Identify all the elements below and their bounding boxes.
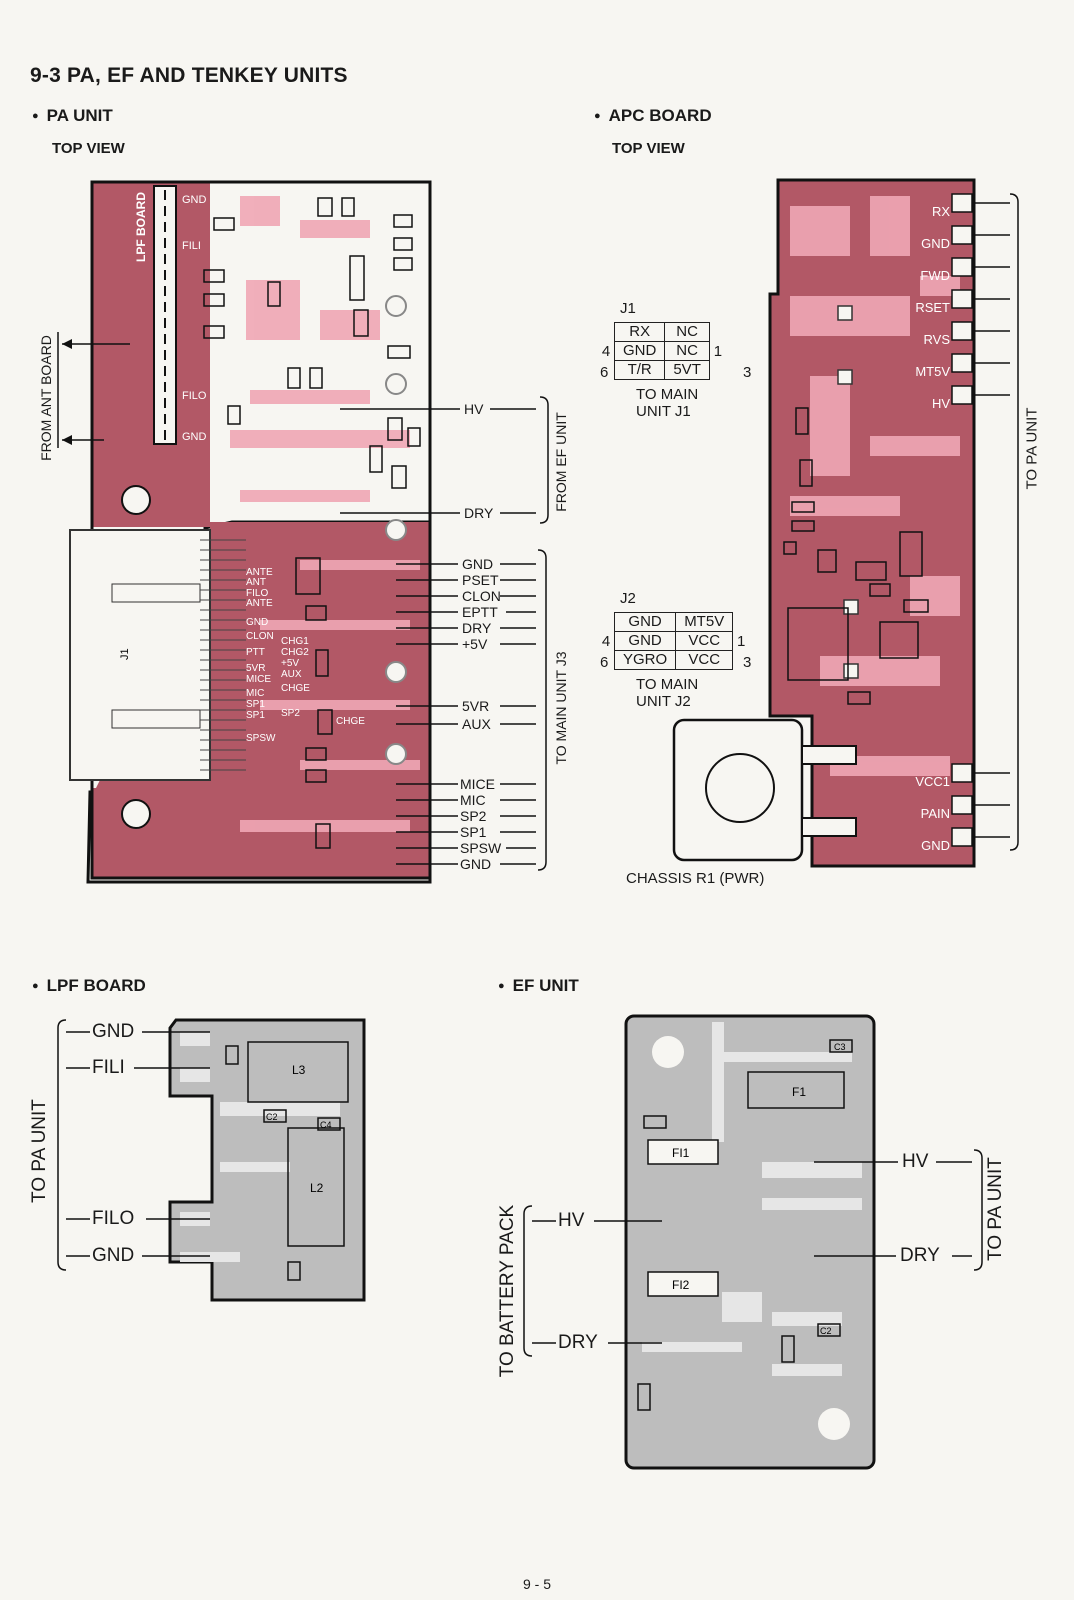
lpf-part-c2: C2 <box>266 1112 278 1122</box>
pa-lpf-pin-filo: FILO <box>182 390 207 402</box>
ef-part-c2: C2 <box>820 1326 832 1336</box>
to-main-unit-j3-label: TO MAIN UNIT J3 <box>553 651 569 765</box>
lpf-pin-gnd-bottom: GND <box>92 1245 135 1266</box>
j2-caption: TO MAIN UNIT J2 <box>636 676 699 710</box>
lpf-board-heading: LPF BOARD <box>32 976 146 996</box>
apc-board-diagram <box>768 178 1019 868</box>
page-number: 9 - 5 <box>522 1576 551 1592</box>
ef-battery-leaders <box>523 1205 662 1357</box>
j1-pin-right-0: 1 <box>713 342 723 360</box>
from-ant-board-label: FROM ANT BOARD <box>38 335 54 461</box>
pa-ef-leaders <box>340 396 549 524</box>
ef-pa-pin-dry: DRY <box>900 1245 940 1266</box>
ef-part-f1: F1 <box>792 1085 806 1099</box>
chassis-r1-pot <box>672 718 857 862</box>
ef-part-fi1: FI1 <box>672 1146 690 1160</box>
pa-ef-pin-dry: DRY <box>464 505 494 521</box>
j1-pin-left-2: 6 <box>600 364 609 381</box>
lpf-board-outline <box>168 1018 366 1302</box>
j2-pin-right-0: 1 <box>737 632 746 650</box>
pa-lpf-pin-gnd-top: GND <box>182 194 207 206</box>
apc-to-pa-unit-label: TO PA UNIT <box>1023 407 1041 490</box>
apc-board-heading: APC BOARD <box>594 106 712 126</box>
ef-battery-pin-dry: DRY <box>558 1332 598 1353</box>
ef-to-pa-unit-label: TO PA UNIT <box>985 1157 1006 1261</box>
ef-unit-diagram: F1 FI1 FI2 C3 C2 <box>624 1014 876 1470</box>
ef-part-fi2: FI2 <box>672 1278 690 1292</box>
ef-board-outline <box>624 1014 876 1470</box>
page-title: 9-3 PA, EF AND TENKEY UNITS <box>30 64 348 87</box>
pa-lpf-pin-gnd-bottom: GND <box>182 431 207 443</box>
ef-battery-pin-hv: HV <box>558 1210 585 1231</box>
lpf-pin-filo: FILO <box>92 1208 135 1229</box>
pa-lpf-pin-fili: FILI <box>182 240 201 252</box>
j1-pin-left-0: 4 <box>601 342 611 360</box>
j2-pin-left-0: 4 <box>601 632 611 650</box>
lpf-part-l2: L2 <box>310 1181 324 1195</box>
j1-caption: TO MAIN UNIT J1 <box>636 386 699 420</box>
ef-pa-pin-hv: HV <box>902 1151 929 1172</box>
apc-j2-name: J2 <box>620 590 636 607</box>
j2-pin-left-2: 6 <box>600 654 609 671</box>
lpf-part-c4: C4 <box>320 1120 332 1130</box>
ef-to-battery-pack-label: TO BATTERY PACK <box>497 1204 518 1378</box>
pa-ef-pin-hv: HV <box>464 401 484 417</box>
apc-board-view: TOP VIEW <box>612 140 685 157</box>
apc-board-outline <box>768 178 976 868</box>
pa-lpf-board-label: LPF BOARD <box>134 192 148 262</box>
j1-pin-right-2: 3 <box>743 364 752 381</box>
chassis-r1-label: CHASSIS R1 (PWR) <box>626 870 765 887</box>
ef-unit-heading: EF UNIT <box>498 976 579 996</box>
from-ef-unit-label: FROM EF UNIT <box>553 412 569 512</box>
lpf-to-pa-unit-label: TO PA UNIT <box>29 1099 50 1203</box>
lpf-pin-gnd-top: GND <box>92 1021 135 1042</box>
pa-unit-diagram: J1 <box>69 180 432 884</box>
ef-pa-leaders <box>814 1149 983 1271</box>
pa-main-leaders <box>396 549 547 871</box>
lpf-part-l3: L3 <box>292 1063 306 1077</box>
ef-part-c3: C3 <box>834 1042 846 1052</box>
lpf-pin-fili: FILI <box>92 1057 125 1078</box>
apc-j1-name: J1 <box>620 300 636 317</box>
j2-pin-right-2: 3 <box>743 654 752 671</box>
lpf-leaders <box>57 1019 210 1271</box>
pa-unit-heading: PA UNIT <box>32 106 113 126</box>
from-ant-board-arrows <box>57 332 130 448</box>
lpf-board-diagram: L3 L2 C2 C4 <box>168 1018 366 1302</box>
pa-connector-label: J1 <box>119 648 131 660</box>
pa-inner-chge: CHGE <box>336 716 365 727</box>
pa-unit-view: TOP VIEW <box>52 140 125 157</box>
